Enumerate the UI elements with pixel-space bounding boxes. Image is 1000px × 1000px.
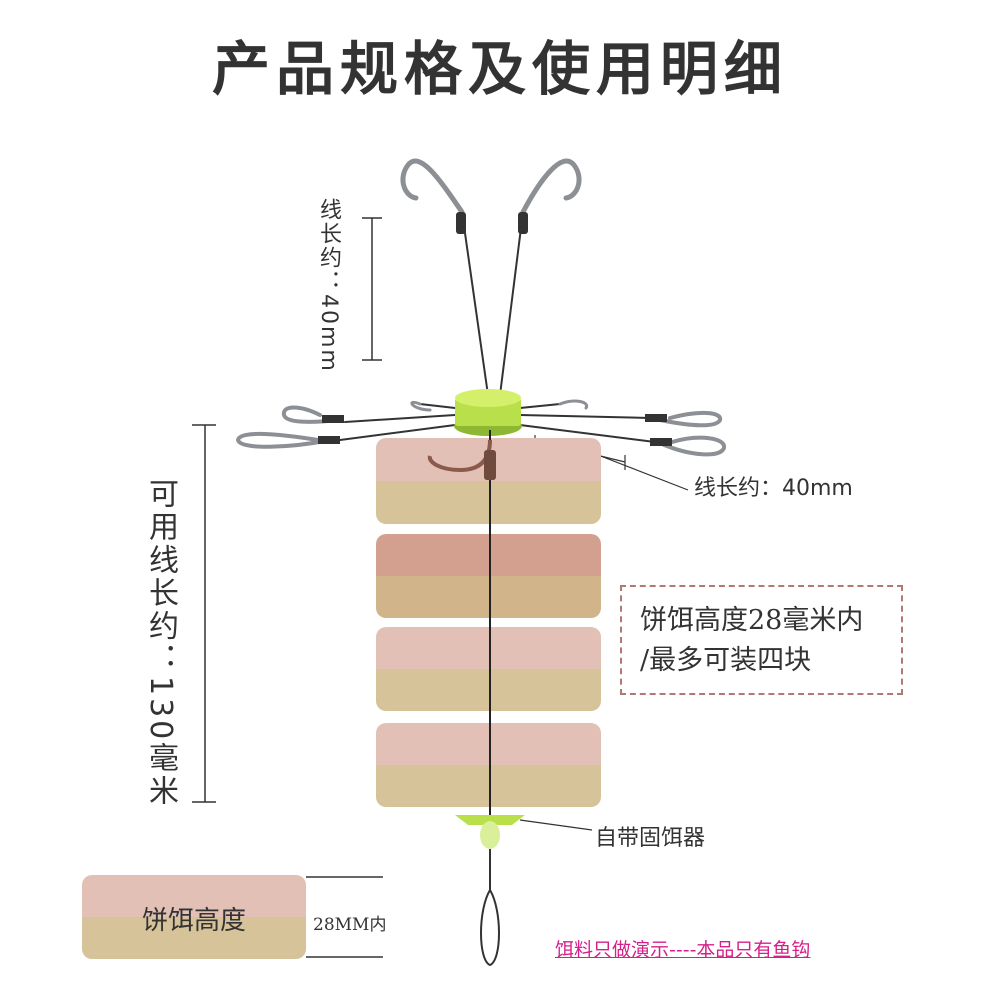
- hook-line-dimension: [362, 217, 382, 361]
- usable-line-length-label: 可用线长约：130毫米: [143, 478, 178, 809]
- bait-note-line2: /最多可装四块: [640, 645, 812, 676]
- side-line-length-label: 线长约：40mm: [694, 476, 853, 501]
- bait-block: [376, 627, 601, 711]
- center-hook-icon: [427, 439, 496, 480]
- swivel-loop-icon: [480, 849, 500, 967]
- stopper-label: 自带固饵器: [595, 826, 706, 851]
- bait-note-line1: 饼饵高度28毫米内: [640, 605, 864, 636]
- legend-bait-block: [82, 875, 306, 959]
- side-hooks-left: [235, 405, 456, 449]
- footer-note: 饵料只做演示----本品只有鱼钩: [555, 939, 811, 961]
- green-connector-icon: [454, 389, 522, 436]
- legend-bait-label: 饼饵高度: [141, 906, 246, 936]
- fishing-hook-icon: [400, 158, 582, 215]
- legend-height-label: 28MM内: [313, 915, 387, 935]
- bait-block: [376, 723, 601, 807]
- hook-line-length-label: 线长约：40mm: [316, 198, 341, 373]
- side-hooks-right: [410, 399, 726, 457]
- usable-line-dimension: [192, 424, 216, 803]
- bait-note-box: 饼饵高度28毫米内 /最多可装四块: [620, 585, 903, 695]
- page-title: 产品规格及使用明细: [211, 35, 788, 103]
- bait-stopper-icon: [455, 815, 525, 849]
- bait-block: [376, 534, 601, 618]
- hook-lines: [461, 211, 524, 396]
